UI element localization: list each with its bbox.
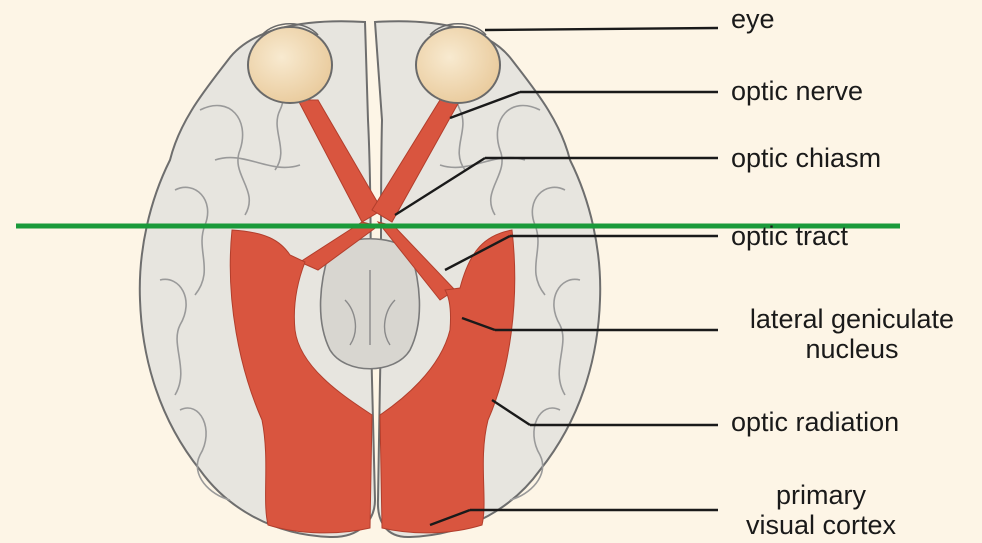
- leader-eye: [485, 28, 718, 30]
- eyes: [248, 24, 500, 103]
- right-eye: [416, 27, 500, 103]
- label-v1-line2: visual cortex: [726, 510, 916, 540]
- label-lateral-geniculate-nucleus: lateral geniculate nucleus: [727, 304, 977, 364]
- label-lgn-line2: nucleus: [727, 334, 977, 364]
- label-eye: eye: [731, 4, 775, 34]
- label-optic-nerve: optic nerve: [731, 76, 863, 106]
- label-v1-line1: primary: [726, 480, 916, 510]
- label-optic-chiasm: optic chiasm: [731, 143, 881, 173]
- label-lgn-line1: lateral geniculate: [727, 304, 977, 334]
- left-eye: [248, 27, 332, 103]
- label-primary-visual-cortex: primary visual cortex: [726, 480, 916, 540]
- label-optic-tract: optic tract: [731, 221, 848, 251]
- label-optic-radiation: optic radiation: [731, 407, 899, 437]
